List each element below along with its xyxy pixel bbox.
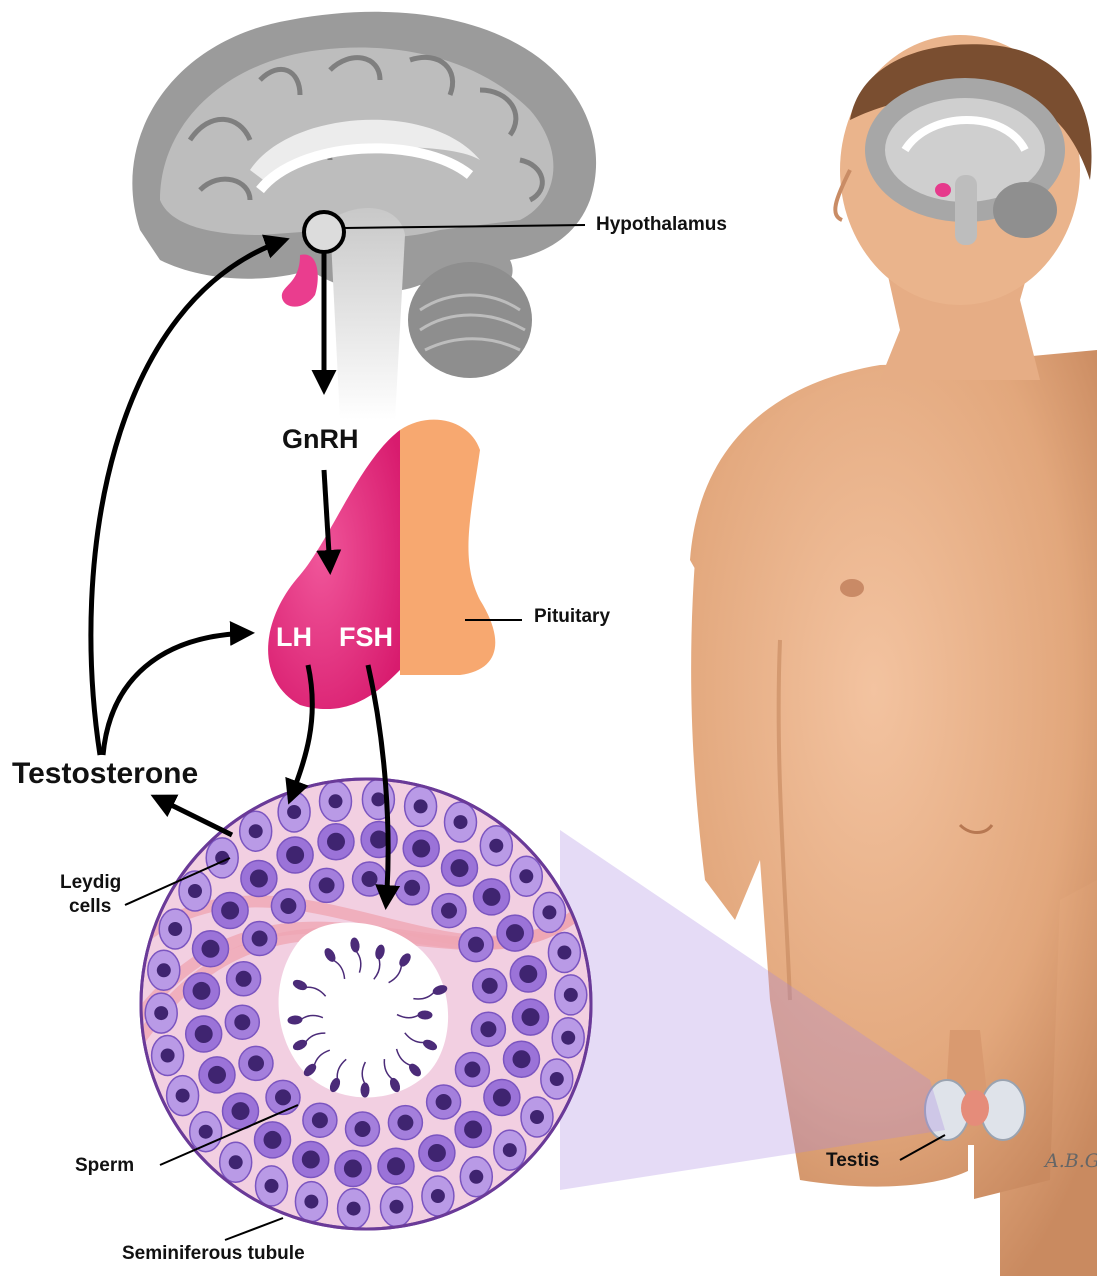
label-seminiferous-tubule: Seminiferous tubule xyxy=(122,1243,305,1265)
pituitary-gland xyxy=(268,420,495,709)
arrow-testosterone-to-hypothalamus xyxy=(91,240,285,755)
label-leydig-line2: cells xyxy=(69,896,111,918)
label-lh: LH xyxy=(276,622,312,653)
leader-seminiferous xyxy=(225,1218,283,1240)
label-testosterone: Testosterone xyxy=(12,757,198,791)
label-sperm: Sperm xyxy=(75,1155,134,1177)
brain-illustration xyxy=(132,12,596,420)
arrow-testosterone-to-pituitary xyxy=(103,633,250,755)
artist-signature: A.B.G. xyxy=(1045,1150,1097,1172)
arrow-leydig-to-testosterone xyxy=(155,797,232,835)
hypothalamus-marker xyxy=(304,212,344,252)
label-pituitary: Pituitary xyxy=(534,606,610,628)
label-testis: Testis xyxy=(826,1150,880,1172)
label-gnrh: GnRH xyxy=(282,424,359,455)
label-leydig-line1: Leydig xyxy=(60,872,121,894)
seminiferous-tubule-section xyxy=(126,779,606,1229)
label-hypothalamus: Hypothalamus xyxy=(596,214,727,236)
label-fsh: FSH xyxy=(339,622,393,653)
